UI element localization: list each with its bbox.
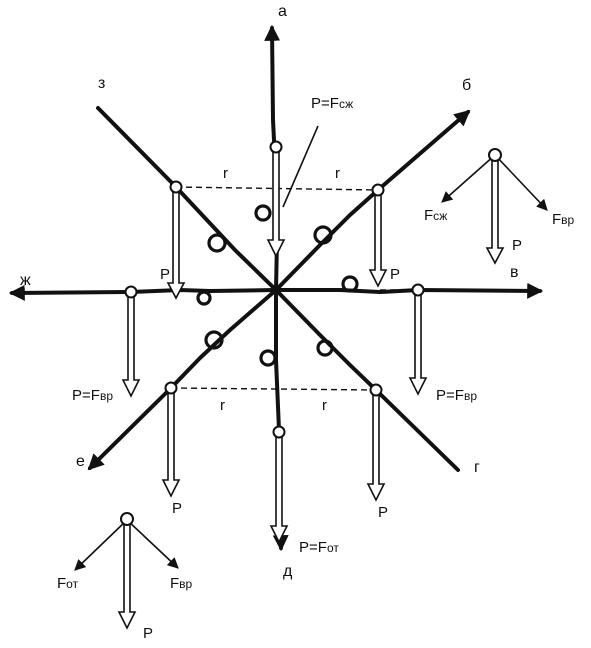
r-label-top-right: r bbox=[335, 165, 340, 182]
p-label-decomp-bottom: P bbox=[143, 625, 153, 642]
node-w bbox=[124, 285, 138, 299]
node-nw bbox=[169, 180, 183, 194]
ray-b bbox=[274, 109, 471, 292]
label-zh: ж bbox=[20, 272, 31, 289]
arrow-p-bottom bbox=[269, 431, 289, 544]
node-top bbox=[269, 140, 283, 154]
force-decomp-bottom bbox=[74, 512, 179, 630]
arrow-p-sw bbox=[161, 387, 181, 498]
label-fvr-decomp-bottom: Fвр bbox=[170, 575, 193, 592]
p-label-sw: P bbox=[172, 500, 182, 517]
loop-ne bbox=[313, 225, 333, 245]
leader-line bbox=[282, 125, 319, 208]
ray-zh bbox=[8, 284, 278, 301]
loop-w bbox=[196, 290, 212, 306]
arrow-p-w bbox=[121, 291, 141, 398]
eq-fot-bottom: P=Fот bbox=[299, 539, 339, 556]
node-ne bbox=[371, 183, 385, 197]
p-label-se: P bbox=[378, 504, 388, 521]
loop-bottom bbox=[259, 349, 277, 367]
label-g: г bbox=[474, 459, 480, 476]
label-z: з bbox=[98, 75, 105, 92]
node-e bbox=[411, 283, 425, 297]
p-label-nw: P bbox=[160, 266, 170, 283]
ray-g bbox=[274, 288, 460, 472]
p-label-decomp-top: P bbox=[512, 237, 522, 254]
ray-z bbox=[96, 106, 278, 292]
r-label-top-left: r bbox=[223, 165, 228, 182]
label-v: в bbox=[510, 264, 519, 281]
r-label-bottom-left: r bbox=[220, 397, 225, 414]
loop-sw bbox=[204, 330, 224, 350]
dash-bottom bbox=[170, 387, 377, 391]
label-e: е bbox=[76, 453, 85, 470]
loop-top bbox=[254, 204, 272, 222]
arrow-p-top bbox=[266, 149, 286, 258]
label-fot-decomp: Fот bbox=[57, 575, 79, 592]
node-se bbox=[369, 383, 383, 397]
label-a: а bbox=[278, 3, 287, 20]
ray-e bbox=[87, 288, 278, 471]
eq-fszh-top: P=Fсж bbox=[311, 95, 353, 112]
eq-fvr-left: P=Fвр bbox=[72, 387, 113, 404]
p-label-e: P bbox=[390, 266, 400, 283]
arrow-p-se bbox=[366, 389, 386, 502]
label-fvr-decomp-top: Fвр bbox=[552, 211, 575, 228]
label-fszh-decomp: Fсж bbox=[424, 207, 447, 224]
arrow-p-ne bbox=[368, 189, 388, 288]
node-bottom bbox=[272, 425, 286, 439]
node-sw bbox=[164, 381, 178, 395]
r-label-bottom-right: r bbox=[322, 397, 327, 414]
arrow-p-nw bbox=[166, 186, 186, 300]
label-b: б bbox=[462, 77, 471, 94]
force-decomp-top bbox=[441, 148, 548, 265]
eq-fvr-right: P=Fвр bbox=[436, 387, 477, 404]
label-d: д bbox=[283, 563, 293, 580]
loop-se bbox=[316, 339, 334, 357]
loop-e bbox=[341, 275, 359, 293]
ray-v bbox=[274, 282, 544, 299]
arrow-p-e bbox=[408, 289, 428, 396]
loop-nw bbox=[207, 233, 227, 253]
